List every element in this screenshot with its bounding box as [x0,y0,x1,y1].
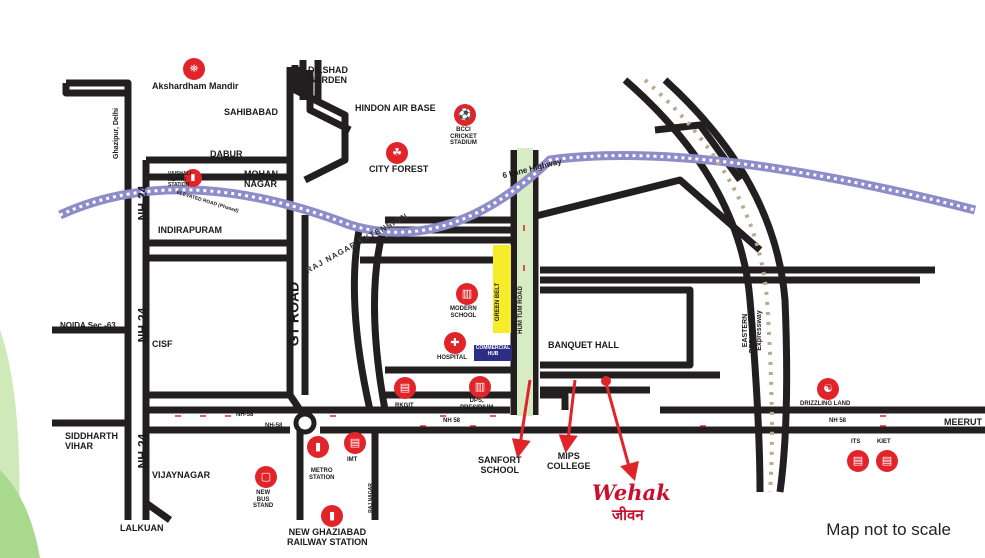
road-pocket [540,391,569,410]
school-icon: ▥ [469,376,491,398]
road-banquet [540,286,694,369]
road-eastern-1 [622,77,764,493]
corner-green-tint-2 [0,470,40,558]
label-nh24-3: NH-24 [135,433,150,469]
label-nh58-b: NH-58 [265,423,283,429]
road-gt-diagonal [291,65,349,184]
label-sanfort: SANFORT SCHOOL [478,455,522,475]
label-gt-road: GT ROAD [285,281,302,347]
train-icon: ▮ [321,505,343,527]
eastern-peripheral-dash [643,78,774,493]
location-pin-icon [601,376,611,386]
road-mohan-diag [306,70,352,134]
label-indirapuram: INDIRAPURAM [158,225,222,235]
cricket-icon: ⚽ [454,104,476,126]
label-nh24-2: NH-24 [135,307,150,343]
brand-logo: Wehak जीवन [592,480,671,525]
label-dilshad: DILSHAD GARDEN [308,65,348,85]
label-mips: MIPS COLLEGE [547,451,591,471]
college-icon: ▤ [876,450,898,472]
label-akshardham: Akshardham Mandir [152,81,239,91]
road-gt [286,67,303,412]
arrow-wehak [604,382,632,471]
label-banquet-hall: BANQUET HALL [548,340,619,350]
label-city-forest: CITY FOREST [369,164,429,174]
label-nh58-d: NH 58 [829,418,847,424]
arrowhead-mips [558,434,578,454]
label-new-bus-stand: NEW BUS STAND [253,490,274,510]
label-raj-nagar: RAJ NAGAR [367,483,374,513]
road-raj-nagar-curve-2 [371,229,389,411]
college-icon: ▤ [344,432,366,454]
forest-icon: ☘ [386,142,408,164]
road-eastern-2 [662,77,791,493]
label-nh24-1: NH-24 [135,185,150,221]
label-drizzling-land: DRIZZLING LAND [800,401,851,407]
label-its: ITS [851,439,861,445]
label-nh58-c: NH 58 [443,418,461,424]
road-lalkuan [143,500,173,523]
arrow-mips [566,379,577,441]
yellow-belt [493,245,511,333]
label-ghazipur: Ghazipur, Delhi [112,108,120,159]
label-vaishali: VAISHALI METRO STATION [168,171,191,188]
label-lalkuan: LALKUAN [120,523,164,533]
metro-icon: ▮ [307,436,329,458]
label-sahibabad: SAHIBABAD [224,107,278,117]
label-modern-school: MODERN SCHOOL [450,306,477,319]
waterpark-icon: ☯ [817,378,839,400]
road-top-left [62,79,132,97]
label-rkgit: RKGIT [395,403,414,409]
road-cisf-box [146,254,294,399]
label-kiet: KIET [877,439,891,445]
brand-line-2: जीवन [612,506,644,524]
label-vijaynagar: VIJAYNAGAR [152,470,211,480]
label-nh58-a: NH-58 [236,412,254,418]
road-dilshad [299,60,322,100]
bus-icon: ▢ [255,466,277,488]
label-hindon: HINDON AIR BASE [355,103,436,113]
road-raj-nagar-curve [350,224,374,411]
label-dabur: DABUR [210,149,243,159]
label-noida: NOIDA Sec.-63 [60,321,116,330]
highway-6-lane-center [59,154,976,234]
metro-icon: ▮ [184,169,202,187]
label-mohan-nagar: MOHAN NAGAR [244,169,278,189]
college-icon: ▤ [394,377,416,399]
school-icon: ▥ [456,283,478,305]
roundabout [293,411,317,435]
label-imt: IMT [347,457,358,463]
green-belt-strip [517,148,533,416]
arrow-sanfort [518,379,532,446]
label-railway: NEW GHAZIABAD RAILWAY STATION [287,527,368,547]
label-siddharth: SIDDHARTH VIHAR [65,431,118,451]
brand-line-1: Wehak [592,480,671,505]
label-dps: DPS, PRESIDIUM [460,398,494,411]
college-icon: ▤ [847,450,869,472]
label-eastern-peripheral: EASTERN PERIPHERAL Expressway [742,307,764,354]
temple-icon: ⛯ [183,58,205,80]
label-bcci: BCCI CRICKET STADIUM [450,127,477,147]
hospital-icon: ✚ [444,332,466,354]
arrowhead-wehak [620,460,639,482]
label-hospital: HOSPITAL [437,355,467,361]
label-green-belt: GREEN BELT [495,282,502,322]
label-hum-tum-road: HUM TUM ROAD [517,286,524,334]
label-cisf: CISF [152,339,173,349]
label-meerut: MEERUT [944,417,982,427]
arrowhead-sanfort [511,438,531,459]
label-metro-station: METRO STATION [309,468,335,481]
scale-note: Map not to scale [826,520,951,539]
commercial-hub-badge: COMMERCIAL HUB [474,345,512,361]
